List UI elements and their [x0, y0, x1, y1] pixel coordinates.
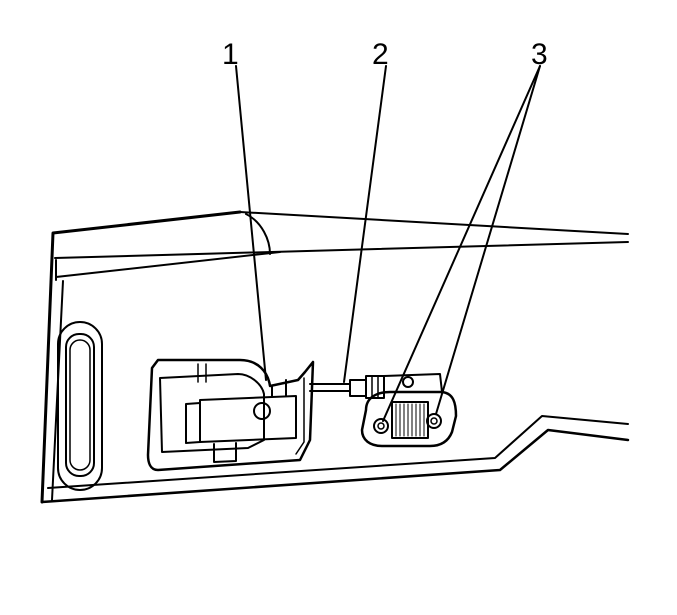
callout-label-1: 1 [222, 38, 239, 71]
handle-assembly [146, 358, 315, 472]
latch-plate [360, 373, 458, 448]
leader-line-3a [382, 65, 541, 422]
grip-slot [57, 321, 103, 491]
leader-line-1 [235, 65, 267, 381]
trim-panel [40, 210, 630, 504]
release-cable [309, 375, 385, 399]
callout-label-2: 2 [372, 38, 389, 71]
leader-line-3b [435, 65, 541, 415]
leader-lines [235, 65, 541, 422]
leader-line-2 [343, 65, 387, 383]
callout-label-3: 3 [531, 38, 548, 71]
